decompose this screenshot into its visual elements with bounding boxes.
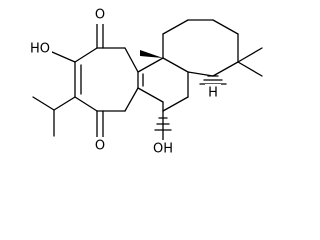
bond bbox=[74, 47, 98, 63]
stereo-wedge-bond bbox=[140, 50, 163, 58]
bond bbox=[53, 96, 76, 111]
bond bbox=[212, 19, 239, 35]
bond bbox=[212, 61, 239, 77]
bond bbox=[124, 87, 139, 112]
bond bbox=[74, 96, 98, 112]
hydroxyl-label: HO bbox=[30, 42, 50, 57]
bond bbox=[162, 96, 189, 112]
bond bbox=[137, 87, 164, 103]
stereo-hash-bond bbox=[154, 117, 172, 131]
hydrogen-label: H bbox=[208, 86, 218, 101]
bond bbox=[162, 57, 189, 73]
carbonyl-oxygen-label: O bbox=[95, 8, 105, 23]
bond bbox=[162, 19, 189, 35]
bond bbox=[124, 47, 139, 73]
bond bbox=[51, 51, 76, 63]
bond bbox=[187, 71, 214, 77]
bond bbox=[237, 61, 263, 77]
carbonyl-oxygen-label: O bbox=[95, 139, 105, 154]
bond bbox=[237, 47, 263, 63]
chemical-structure: HO O O OH H bbox=[28, 6, 263, 158]
stereo-hash-bond bbox=[199, 75, 227, 85]
hydroxyl-label: OH bbox=[153, 142, 173, 157]
bond bbox=[137, 57, 164, 73]
bond bbox=[32, 96, 55, 111]
